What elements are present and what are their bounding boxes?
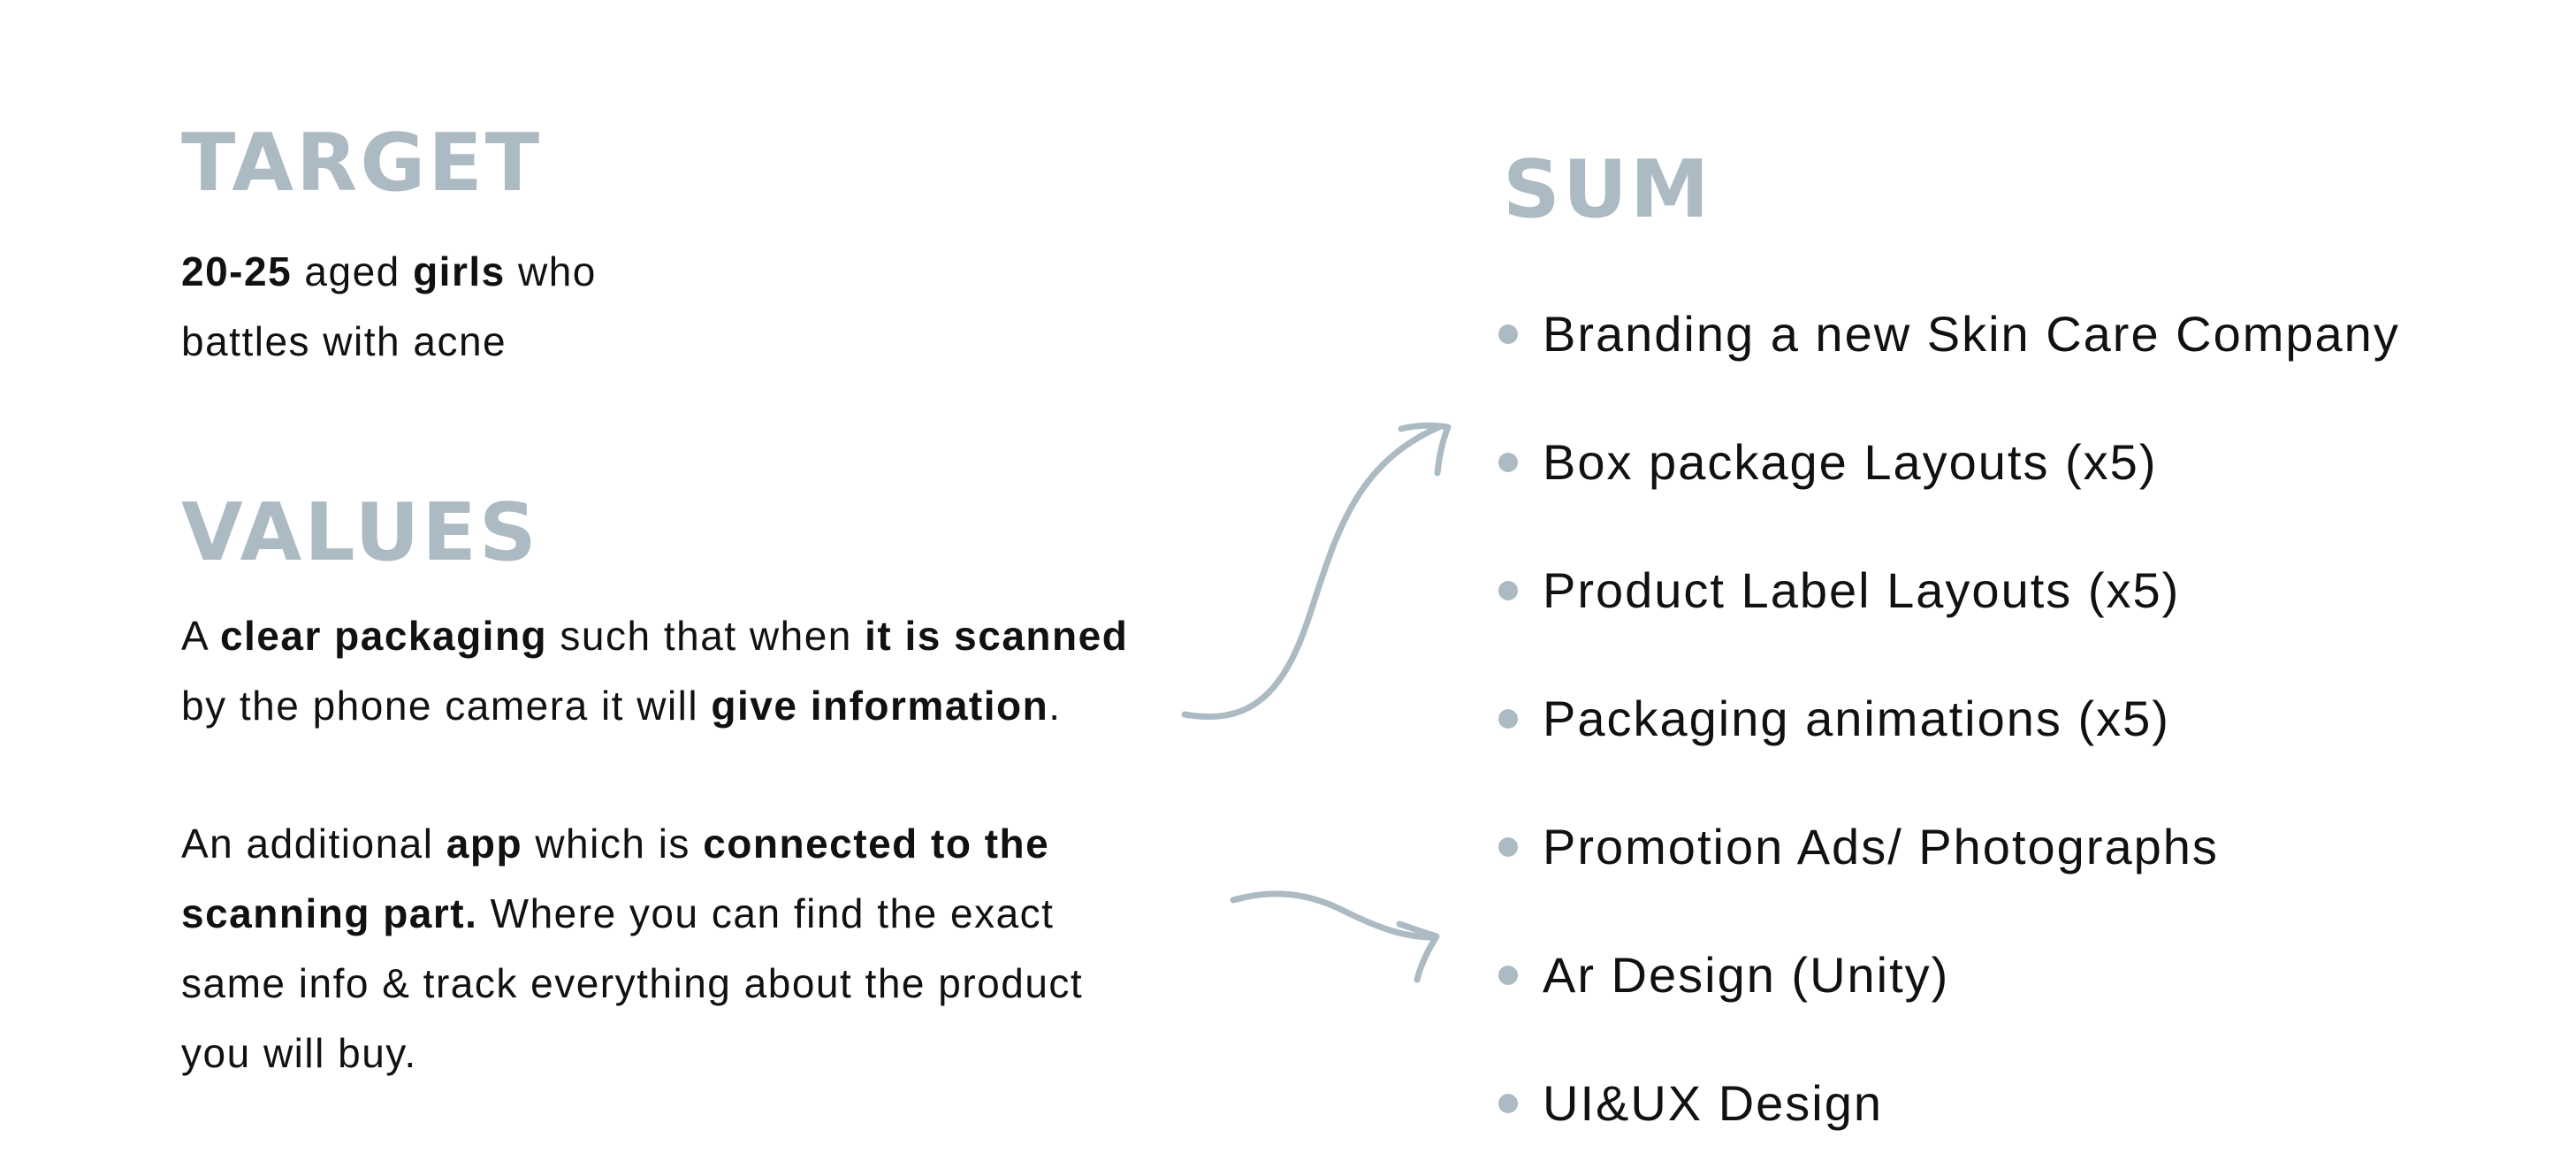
curved-arrow-icon	[1230, 890, 1440, 983]
target-age-range: 20-25	[181, 248, 293, 294]
dot-icon	[1498, 324, 1518, 344]
sum-list-item: Branding a new Skin Care Company	[1498, 270, 2400, 398]
sum-list-item: Promotion Ads/ Photographs	[1498, 783, 2400, 911]
dot-icon	[1498, 836, 1518, 857]
dot-icon	[1498, 580, 1518, 600]
curved-arrow-icon	[1181, 422, 1452, 721]
dot-icon	[1498, 708, 1518, 729]
dot-icon	[1498, 965, 1518, 985]
sum-list-item: UI&UX Design	[1498, 1039, 2400, 1167]
sum-list-item: Ar Design (Unity)	[1498, 911, 2400, 1039]
dot-icon	[1498, 452, 1518, 472]
target-line-2: battles with acne	[181, 318, 507, 364]
sum-list-item: Box package Layouts (x5)	[1498, 398, 2400, 526]
target-heading: TARGET	[181, 117, 543, 210]
values-heading: VALUES	[181, 486, 539, 579]
target-line-1: 20-25 aged girls who	[181, 248, 597, 294]
sum-list-item: Packaging animations (x5)	[1498, 654, 2400, 783]
sum-list-item: Product Label Layouts (x5)	[1498, 526, 2400, 654]
sum-list: Branding a new Skin Care Company Box pac…	[1498, 270, 2400, 1167]
target-description: 20-25 aged girls who battles with acne	[181, 237, 597, 377]
sum-heading: SUM	[1503, 143, 1712, 236]
values-paragraph-packaging: A clear packaging such that when it is s…	[181, 613, 1129, 729]
target-group: girls	[413, 248, 506, 294]
dot-icon	[1498, 1093, 1518, 1113]
values-paragraph-app: An additional app which is connected to …	[181, 821, 1084, 1076]
